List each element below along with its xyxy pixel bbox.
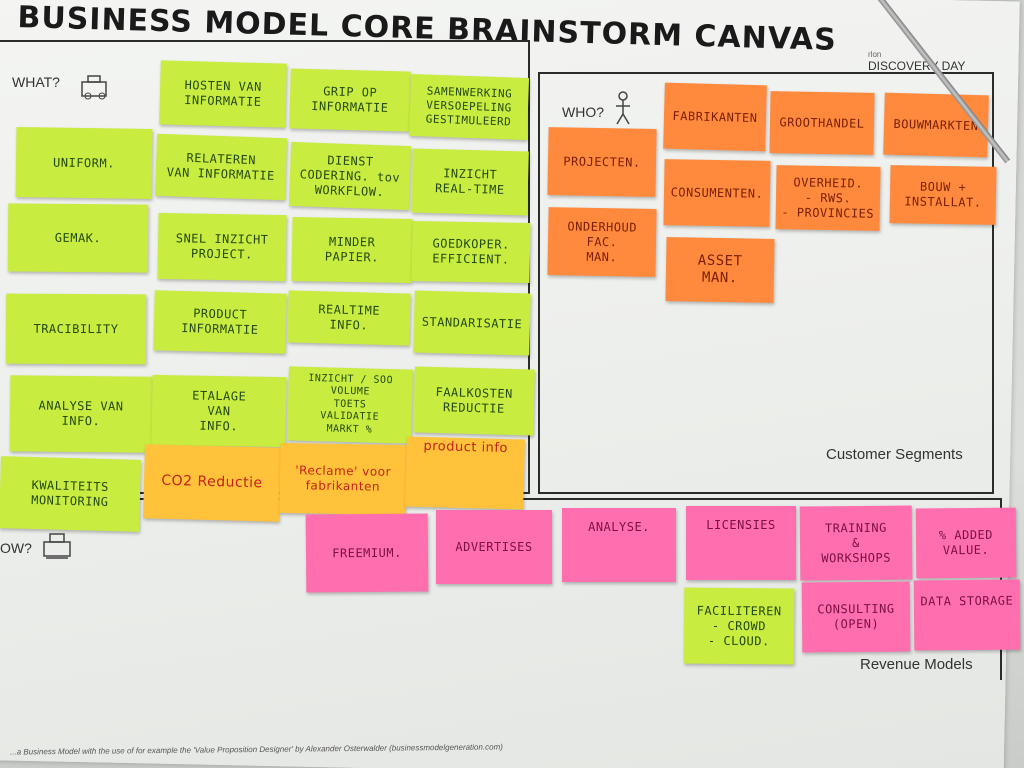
note-overheid: OVERHEID. - RWS. - PROVINCIES <box>775 165 881 231</box>
note-onderhoud-fac-man: ONDERHOUD FAC. MAN. <box>547 207 657 277</box>
customer-segments-label: Customer Segments <box>826 446 963 463</box>
note-dienst-codering: DIENST CODERING. tov WORKFLOW. <box>288 141 412 211</box>
note-added-value: % ADDED VALUE. <box>915 507 1017 579</box>
note-kwaliteits-monitoring: KWALITEITS MONITORING <box>0 456 141 532</box>
note-co2-reductie: CO2 Reductie <box>143 444 281 522</box>
note-advertises: ADVERTISES <box>436 510 552 584</box>
how-label: OW? <box>0 540 32 556</box>
note-inzicht-volume-validatie: INZICHT / SOO VOLUME TOETS VALIDATIE MAR… <box>287 366 413 444</box>
what-label: WHAT? <box>12 74 60 90</box>
note-samenwerking: SAMENWERKING VERSOEPELING GESTIMULEERD <box>408 73 530 141</box>
note-bouw-installat: BOUW + INSTALLAT. <box>889 165 997 225</box>
note-licensies: LICENSIES <box>686 506 796 580</box>
brand-line2: DAY <box>941 59 966 73</box>
note-groothandel: GROOTHANDEL <box>769 91 875 155</box>
note-consumenten: CONSUMENTEN. <box>663 159 771 227</box>
brand-logo: rlon DISCOVERY DAY <box>868 50 966 73</box>
note-analyse-van-info: ANALYSE VAN INFO. <box>9 375 153 453</box>
machine-icon <box>81 75 107 100</box>
note-bouwmarkten: BOUWMARKTEN <box>883 92 989 158</box>
note-product-informatie: PRODUCT INFORMATIE <box>153 290 287 354</box>
note-uniform: UNIFORM. <box>15 127 153 199</box>
note-inzicht-real-time: INZICHT REAL-TIME <box>411 148 529 216</box>
note-minder-papier: MINDER PAPIER. <box>291 216 413 284</box>
note-consulting-open: CONSULTING (OPEN) <box>801 581 911 653</box>
note-projecten: PROJECTEN. <box>547 127 657 197</box>
note-realtime-info: REALTIME INFO. <box>287 290 411 346</box>
register-icon <box>43 533 71 559</box>
note-gemak: GEMAK. <box>7 203 149 273</box>
brand-line1: DISCOVERY <box>868 59 939 73</box>
note-faciliteren-crowd-cloud: FACILITEREN - CROWD - CLOUD. <box>683 587 795 665</box>
note-relateren-van-informatie: RELATEREN VAN INFORMATIE <box>154 133 288 201</box>
note-training-workshops: TRAINING & WORKSHOPS <box>799 505 913 581</box>
note-etalage-van-info: ETALAGE VAN INFO. <box>151 374 287 448</box>
revenue-models-label: Revenue Models <box>860 656 973 673</box>
who-frame <box>538 72 994 494</box>
note-snel-inzicht-project: SNEL INZICHT PROJECT. <box>157 212 287 282</box>
who-label: WHO? <box>562 104 604 120</box>
note-grip-op-informatie: GRIP OP INFORMATIE <box>289 68 411 132</box>
note-faalkosten-reductie: FAALKOSTEN REDUCTIE <box>413 366 535 436</box>
note-hosten-van-informatie: HOSTEN VAN INFORMATIE <box>159 60 287 128</box>
note-fabrikanten: FABRIKANTEN <box>663 82 767 152</box>
note-freemium: FREEMIUM. <box>305 513 429 593</box>
note-goedkoper-efficient: GOEDKOPER. EFFICIENT. <box>411 220 531 284</box>
note-asset-man: ASSET MAN. <box>665 237 775 303</box>
note-analyse: ANALYSE. <box>562 508 676 582</box>
note-product-info: product info <box>405 436 525 510</box>
note-tracibility: TRACIBILITY <box>5 293 147 365</box>
note-standarisatie: STANDARISATIE <box>413 290 531 356</box>
person-icon <box>616 91 630 125</box>
note-reclame-voor-fabrikanten: 'Reclame' voor fabrikanten <box>279 442 407 516</box>
note-data-storage: DATA STORAGE <box>913 579 1021 651</box>
